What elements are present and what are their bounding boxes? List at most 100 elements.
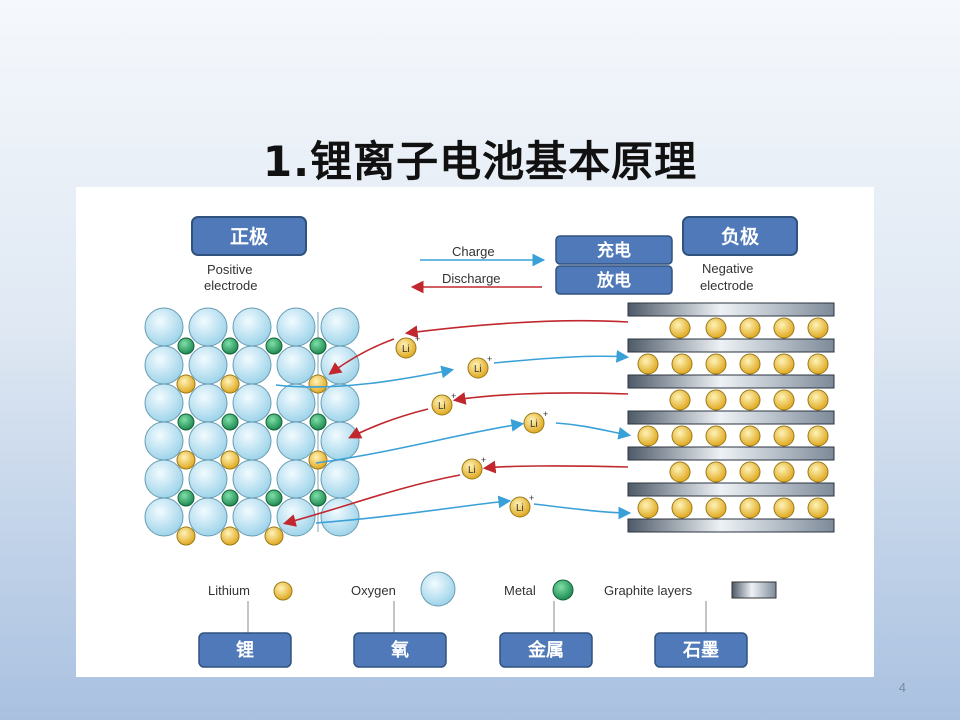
- legend-metal-label: Metal: [504, 583, 536, 598]
- oxygen-atom: [320, 497, 360, 537]
- negative-label-en-2: electrode: [700, 278, 753, 293]
- oxygen-atom: [276, 421, 316, 461]
- charge-ion-arrow: [315, 495, 512, 524]
- li-ion: Li +: [431, 391, 456, 416]
- li-ion-label: Li: [474, 364, 482, 375]
- oxygen-atom: [188, 459, 228, 499]
- li-ion-label: Li: [402, 344, 410, 355]
- lithium-atom: [773, 497, 795, 519]
- slide-title: 1.锂离子电池基本原理: [262, 137, 698, 186]
- li-ion-charge: +: [451, 391, 456, 401]
- graphite-layer: [627, 374, 835, 389]
- charge-ion-arrow: [533, 503, 632, 520]
- oxygen-atom: [144, 383, 184, 423]
- legend-graphite-cn: 石墨: [682, 640, 719, 661]
- oxygen-atom: [232, 307, 272, 347]
- li-ion: Li +: [523, 409, 548, 434]
- lithium-atom: [739, 353, 761, 375]
- oxygen-atom: [276, 307, 316, 347]
- positive-electrode-lattice: [144, 307, 360, 546]
- legend-metal-cn: 金属: [527, 639, 564, 661]
- discharge-ion-arrow: [452, 392, 629, 405]
- discharge-badge: 放电: [555, 265, 673, 295]
- lithium-atom: [637, 497, 659, 519]
- charge-label-en: Charge: [452, 244, 495, 259]
- negative-label-cn: 负极: [721, 225, 760, 248]
- li-ion-charge: +: [481, 455, 486, 465]
- lithium-atom: [637, 425, 659, 447]
- lithium-atom: [176, 450, 196, 470]
- metal-atom: [221, 489, 239, 507]
- discharge-ion-arrow: [282, 474, 461, 527]
- oxygen-atom: [320, 421, 360, 461]
- positive-label-cn: 正极: [230, 225, 269, 248]
- lithium-atom: [773, 389, 795, 411]
- oxygen-atom: [144, 421, 184, 461]
- lithium-atom: [807, 389, 829, 411]
- li-ion-charge: +: [487, 354, 492, 364]
- legend-oxygen-cn: 氧: [390, 639, 409, 661]
- positive-electrode-badge: 正极: [191, 216, 307, 256]
- lithium-atom: [705, 353, 727, 375]
- legend-lithium-cn: 锂: [236, 639, 254, 661]
- lithium-atom: [773, 425, 795, 447]
- metal-atom: [221, 413, 239, 431]
- graphite-layer: [627, 410, 835, 425]
- discharge-label-en: Discharge: [442, 271, 501, 286]
- oxygen-atom: [144, 497, 184, 537]
- discharge-ion-arrow: [348, 408, 429, 439]
- oxygen-atom: [232, 345, 272, 385]
- lithium-atom: [705, 317, 727, 339]
- graphite-layer: [627, 302, 835, 317]
- oxygen-atom: [232, 459, 272, 499]
- graphite-layer: [627, 446, 835, 461]
- metal-atom: [265, 337, 283, 355]
- lithium-atom: [705, 425, 727, 447]
- diagram-panel: 正极 Positive electrode 负极 Negative electr…: [76, 187, 874, 677]
- metal-atom: [309, 413, 327, 431]
- lithium-atom: [705, 461, 727, 483]
- charge-ion-arrow: [315, 419, 525, 464]
- li-ion: Li +: [461, 455, 486, 480]
- charge-ion-arrow: [555, 422, 632, 440]
- legend-metal-symbol: [552, 579, 574, 601]
- charge-label-cn: 充电: [597, 240, 631, 261]
- li-ion-label: Li: [468, 465, 476, 476]
- lithium-battery-diagram: 正极 Positive electrode 负极 Negative electr…: [144, 216, 835, 668]
- li-ion-label: Li: [438, 401, 446, 412]
- lithium-atom: [308, 450, 328, 470]
- positive-label-en-1: Positive: [207, 262, 253, 277]
- discharge-ion-arrow: [482, 460, 629, 474]
- oxygen-atom: [276, 459, 316, 499]
- lithium-atom: [308, 374, 328, 394]
- legend-lithium-badge: 锂: [198, 632, 292, 668]
- oxygen-atom: [144, 307, 184, 347]
- li-ion-label: Li: [530, 419, 538, 430]
- lithium-atom: [671, 497, 693, 519]
- lithium-atom: [807, 425, 829, 447]
- lithium-atom: [773, 353, 795, 375]
- positive-label-en-2: electrode: [204, 278, 257, 293]
- negative-electrode-graphite: [627, 302, 835, 533]
- lithium-atom: [807, 497, 829, 519]
- metal-atom: [177, 337, 195, 355]
- discharge-label-cn: 放电: [596, 270, 631, 291]
- metal-atom: [221, 337, 239, 355]
- discharge-ion-arrow: [404, 319, 629, 339]
- metal-atom: [265, 413, 283, 431]
- lithium-atom: [739, 389, 761, 411]
- li-ion: Li +: [395, 334, 420, 359]
- li-ion-charge: +: [415, 334, 420, 344]
- discharge-ion-arrow: [328, 338, 395, 375]
- oxygen-atom: [320, 345, 360, 385]
- oxygen-atoms: [144, 307, 360, 537]
- graphite-layer: [627, 482, 835, 497]
- lithium-atom: [739, 425, 761, 447]
- li-ion-charge: +: [543, 409, 548, 419]
- oxygen-atom: [188, 383, 228, 423]
- oxygen-atom: [320, 307, 360, 347]
- lithium-atom: [807, 317, 829, 339]
- legend-oxygen-label: Oxygen: [351, 583, 396, 598]
- metal-atom: [309, 337, 327, 355]
- oxygen-atom: [144, 459, 184, 499]
